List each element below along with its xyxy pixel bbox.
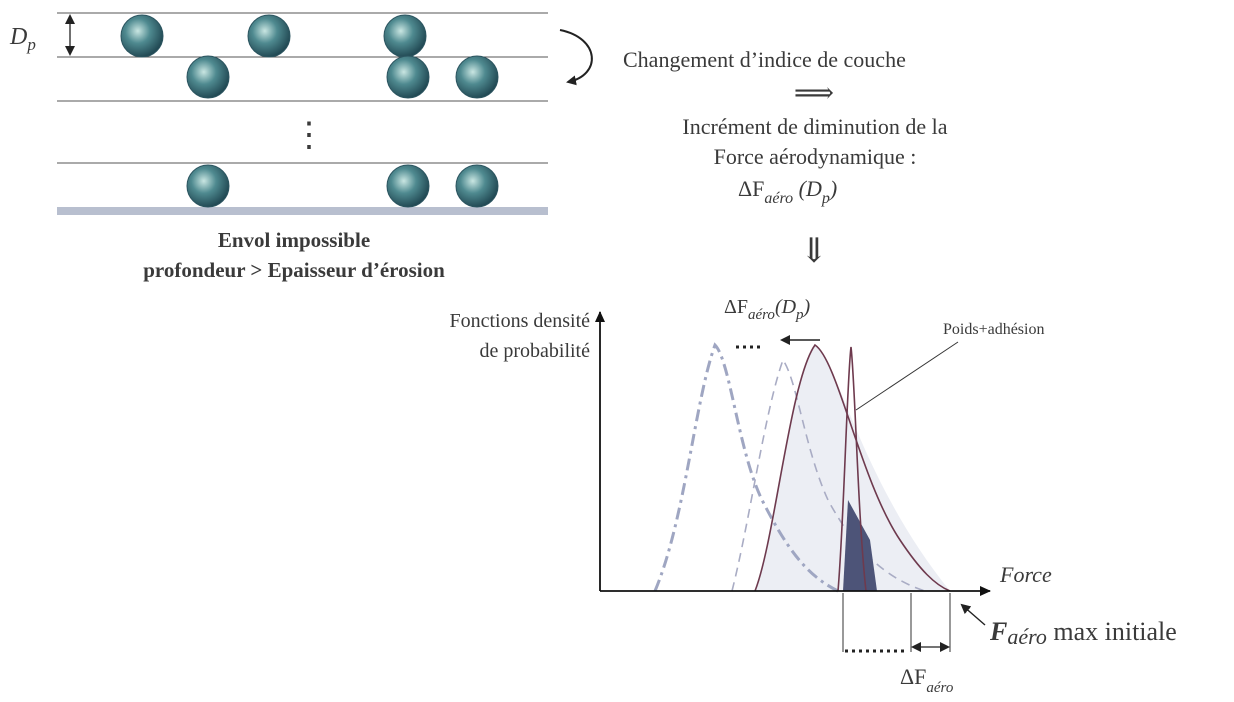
x-axis-label: Force (999, 562, 1052, 587)
particle-layers: ⋮ Dp (9, 12, 593, 215)
fmax-pointer-arrow (960, 603, 986, 626)
particle (186, 55, 230, 99)
bottom-delta-label: ΔFaéro (900, 664, 954, 696)
layer-ellipsis: ⋮ (292, 117, 326, 154)
shift-label: ΔFaéro(Dp) (724, 296, 811, 323)
overlap-shaded-area (843, 500, 877, 591)
particle (383, 14, 427, 58)
y-axis-label-line2: de probabilité (479, 340, 590, 362)
particle (455, 55, 499, 99)
particle (186, 164, 230, 208)
y-axis-label-line1: Fonctions densité (449, 310, 590, 332)
shaded-area-light (755, 345, 950, 591)
implies-arrow: ⟹ (794, 78, 834, 109)
caption-line1: Envol impossible (218, 228, 370, 252)
pdf-curve-dashdot (653, 342, 839, 593)
particle (247, 14, 291, 58)
delta-f-dp: ΔFaéro (Dp) (738, 176, 837, 207)
pdf-curve-weight-adhesion (837, 346, 867, 592)
poids-leader-line (855, 341, 959, 411)
particle (120, 14, 164, 58)
fmax-label: Faéro max initiale (989, 617, 1177, 649)
ground-surface (57, 207, 548, 215)
dp-label: Dp (9, 24, 36, 54)
pdf-curve-current (754, 343, 951, 592)
layer-change-arrow (559, 29, 593, 86)
explanation-line2: Incrément de diminution de la (682, 114, 947, 139)
caption-line2: profondeur > Epaisseur d’érosion (143, 258, 445, 282)
pdf-plot: ΔFaéro(Dp) Poids+adhésion Fonctions dens… (449, 296, 1176, 696)
particle (386, 55, 430, 99)
particle (386, 164, 430, 208)
poids-adhesion-label: Poids+adhésion (943, 321, 1044, 338)
explanation-line1: Changement d’indice de couche (623, 47, 906, 72)
down-arrow: ⇓ (800, 233, 829, 270)
particle (455, 164, 499, 208)
explanation-line3: Force aérodynamique : (714, 144, 917, 169)
